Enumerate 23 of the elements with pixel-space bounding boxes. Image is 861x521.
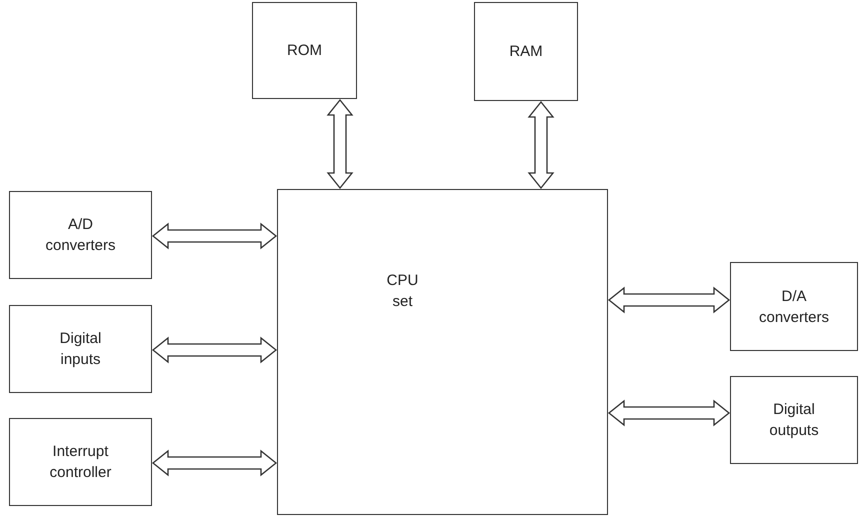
double-arrow: [608, 286, 730, 314]
block-box: [9, 305, 152, 393]
block-box: [730, 262, 858, 351]
block-box: [730, 376, 858, 464]
block-box: [252, 2, 357, 99]
double-arrow: [152, 336, 278, 364]
double-arrow: [326, 98, 354, 190]
block-box: [9, 191, 152, 279]
block-box: [474, 2, 578, 101]
block-box: [9, 418, 152, 506]
block-label: CPU set: [386, 271, 418, 312]
block-label: ROM: [287, 41, 322, 61]
double-arrow: [608, 400, 730, 426]
double-arrow: [152, 450, 278, 476]
block-label: RAM: [509, 42, 543, 62]
block-label: D/A converters: [758, 286, 829, 328]
block-label: A/D converters: [45, 215, 116, 256]
block-box: [277, 189, 608, 515]
block-label: Digital outputs: [769, 400, 819, 441]
block-label: Digital inputs: [60, 329, 102, 370]
block-label: Interrupt controller: [50, 442, 112, 483]
double-arrow: [152, 222, 278, 250]
double-arrow: [528, 100, 554, 190]
